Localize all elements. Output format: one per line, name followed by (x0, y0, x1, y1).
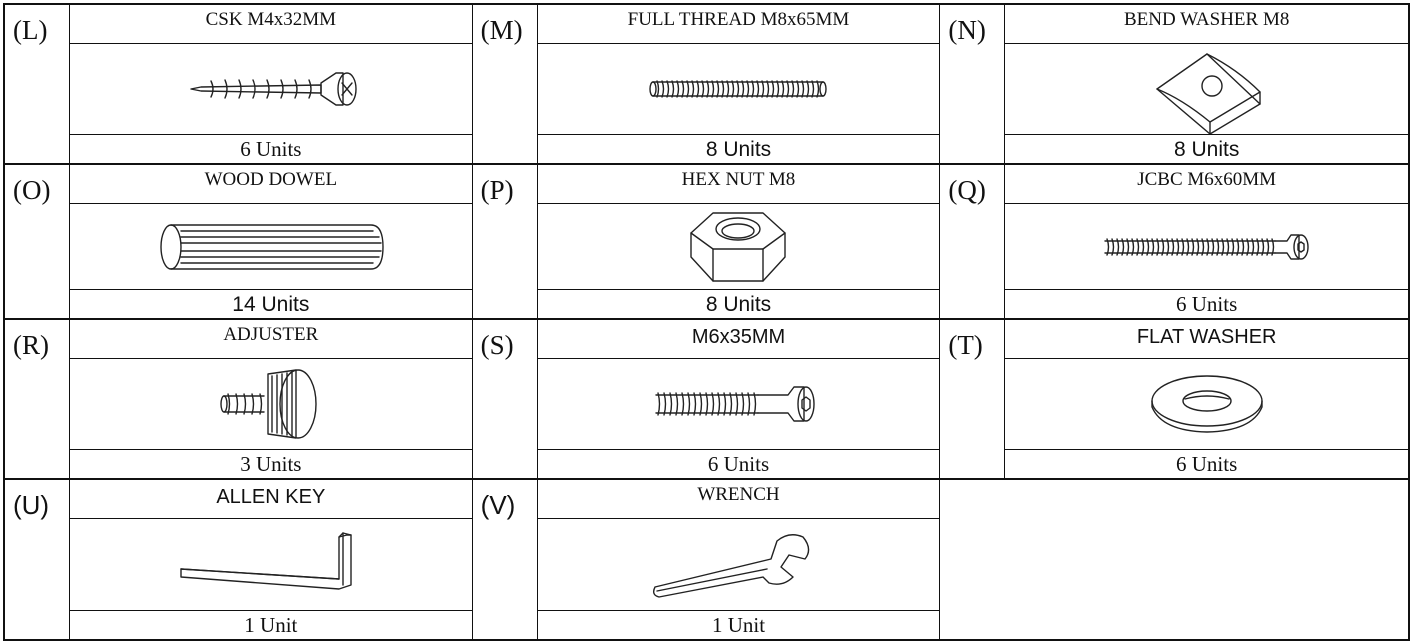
part-box: FLAT WASHER 6 Units (1004, 320, 1408, 478)
part-letter: (T) (948, 330, 983, 360)
part-box: CSK M4x32MM 6 Units (69, 5, 472, 163)
part-quantity: 8 Units (1173, 137, 1240, 161)
part-name: M6x35MM (691, 326, 786, 348)
part-name: FLAT WASHER (1136, 326, 1277, 348)
part-cell-r: (R) ADJUSTER (5, 320, 473, 480)
part-quantity: 3 Units (240, 451, 302, 476)
wrench-icon (538, 520, 940, 609)
part-cell-t: (T) FLAT WASHER 6 Units (940, 320, 1408, 480)
part-quantity: 6 Units (1176, 291, 1238, 316)
part-letter: (M) (480, 15, 523, 45)
part-name: JCBC M6x60MM (1137, 169, 1277, 190)
part-box: FULL THREAD M8x65MM 8 Units (536, 5, 940, 163)
part-quantity: 8 Units (705, 137, 772, 161)
part-box: JCBC M6x60MM 6 Units (1004, 165, 1408, 318)
part-quantity: 1 Unit (711, 612, 766, 637)
part-box: BEND WASHER M8 8 Units (1004, 5, 1408, 163)
part-name: FULL THREAD M8x65MM (627, 9, 850, 30)
adjuster-icon (70, 360, 472, 448)
part-cell-l: (L) CSK M4x32MM 6 Units (5, 5, 473, 165)
part-cell-v: (V) WRENCH 1 Unit (473, 480, 941, 639)
part-box: HEX NUT M8 8 Units (536, 165, 940, 318)
part-name: CSK M4x32MM (205, 9, 337, 30)
part-name: WOOD DOWEL (204, 169, 338, 190)
part-letter: (Q) (948, 175, 986, 205)
countersunk-screw-icon (70, 45, 472, 133)
part-name: BEND WASHER M8 (1123, 9, 1290, 30)
part-cell-n: (N) BEND WASHER M8 8 Units (940, 5, 1408, 165)
part-name: ADJUSTER (223, 324, 319, 345)
allen-key-icon (70, 520, 472, 609)
part-box: M6x35MM 6 Units (536, 320, 940, 478)
part-letter: (R) (13, 330, 49, 360)
part-letter: (S) (480, 330, 514, 360)
part-cell-p: (P) HEX NUT M8 8 Units (472, 165, 941, 320)
hardware-parts-table: (L) CSK M4x32MM 6 Units (3, 3, 1410, 641)
part-quantity: 8 Units (705, 292, 772, 316)
part-letter: (O) (13, 175, 51, 205)
threaded-rod-icon (538, 45, 940, 133)
part-cell-o: (O) WOOD DOWEL 14 Units (5, 165, 473, 320)
short-bolt-icon (538, 360, 940, 448)
part-cell-s: (S) M6x35MM 6 Units (472, 320, 941, 480)
part-name: WRENCH (697, 484, 780, 505)
part-letter: (V) (480, 490, 516, 520)
empty-cell (940, 480, 1408, 639)
bend-washer-icon (1005, 45, 1408, 135)
part-cell-u: (U) ALLEN KEY 1 Unit (5, 480, 473, 639)
part-quantity: 1 Unit (244, 612, 298, 637)
flat-washer-icon (1005, 360, 1408, 448)
part-box: WRENCH 1 Unit (536, 480, 940, 639)
part-letter: (U) (13, 490, 50, 520)
long-bolt-icon (1005, 205, 1408, 288)
part-letter: (L) (13, 15, 48, 45)
part-cell-q: (Q) JCBC M6x60MM 6 Units (940, 165, 1408, 320)
part-letter: (N) (948, 15, 986, 45)
part-name: HEX NUT M8 (681, 169, 796, 190)
part-quantity: 6 Units (240, 136, 302, 161)
part-box: ALLEN KEY 1 Unit (69, 480, 472, 639)
part-name: ALLEN KEY (216, 486, 326, 508)
part-cell-m: (M) FULL THREAD M8x65MM 8 Units (472, 5, 941, 165)
part-quantity: 6 Units (1176, 451, 1238, 476)
part-letter: (P) (480, 175, 514, 205)
part-box: WOOD DOWEL 14 Units (69, 165, 472, 318)
part-quantity: 14 Units (232, 292, 310, 316)
part-box: ADJUSTER (69, 320, 472, 478)
hex-nut-icon (538, 205, 940, 288)
part-quantity: 6 Units (707, 451, 770, 476)
wood-dowel-icon (70, 205, 472, 288)
